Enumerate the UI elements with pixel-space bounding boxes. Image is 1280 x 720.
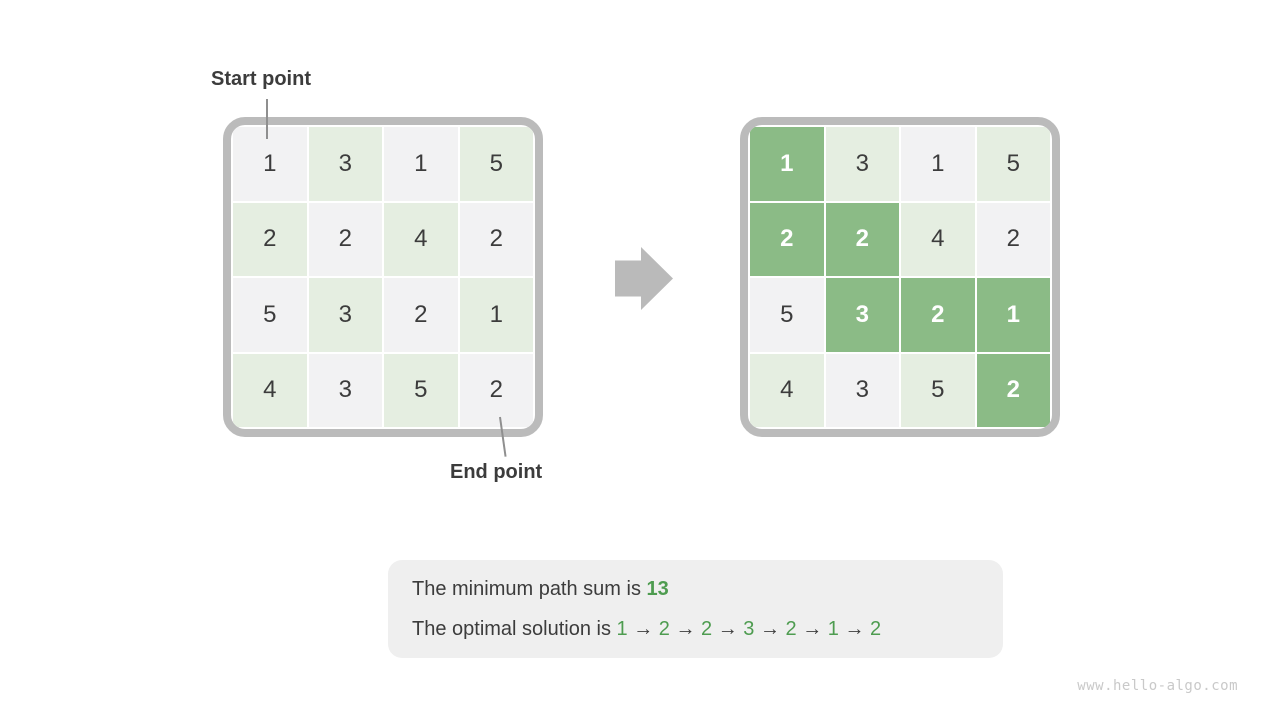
grid-cell: 2 xyxy=(233,202,307,276)
grid-cell: 2 xyxy=(459,202,533,276)
grid-cell: 2 xyxy=(308,202,382,276)
grid-cell: 5 xyxy=(384,353,458,427)
grid-cell: 4 xyxy=(750,353,824,427)
grid-cell: 1 xyxy=(750,127,824,201)
watermark: www.hello-algo.com xyxy=(1077,678,1238,694)
grid-cell: 1 xyxy=(459,278,533,352)
sequence-arrow-glyph: → xyxy=(754,618,786,640)
grid-cell: 4 xyxy=(384,202,458,276)
right-block-arrow-icon xyxy=(615,247,673,310)
grid-cell: 2 xyxy=(459,353,533,427)
grid-cell: 1 xyxy=(233,127,307,201)
grid-cell: 2 xyxy=(750,202,824,276)
min-sum-line: The minimum path sum is 13 xyxy=(412,569,979,609)
grid-cell: 2 xyxy=(384,278,458,352)
sequence-arrow-glyph: → xyxy=(796,618,828,640)
sequence-arrow-glyph: → xyxy=(627,618,659,640)
grid-cell: 2 xyxy=(901,278,975,352)
min-sum-prefix: The minimum path sum is xyxy=(412,578,647,600)
sequence-arrow-glyph: → xyxy=(838,618,871,640)
grid-cell: 2 xyxy=(976,202,1050,276)
grid-cell: 5 xyxy=(233,278,307,352)
grid-cell: 5 xyxy=(459,127,533,201)
transform-arrow xyxy=(615,247,673,310)
sequence-arrow-glyph: → xyxy=(712,618,744,640)
grid-cell: 1 xyxy=(976,278,1050,352)
grid-cell: 3 xyxy=(825,278,899,352)
grid-cell: 1 xyxy=(901,127,975,201)
grid-cell: 3 xyxy=(825,353,899,427)
grid-cell: 4 xyxy=(233,353,307,427)
end-point-label: End point xyxy=(450,461,543,483)
sequence-number: 2 xyxy=(870,618,882,640)
solution-sequence: 1 → 2 → 2 → 3 → 2 → 1 → 2 xyxy=(617,618,882,640)
grid-cell: 3 xyxy=(825,127,899,201)
summary-box: The minimum path sum is 13 The optimal s… xyxy=(388,560,1003,658)
grid-cell: 1 xyxy=(384,127,458,201)
grid-cell: 3 xyxy=(308,127,382,201)
sequence-number: 2 xyxy=(658,618,670,640)
grid-cell: 2 xyxy=(825,202,899,276)
solution-line: The optimal solution is 1 → 2 → 2 → 3 → … xyxy=(412,609,979,649)
grid-cell: 3 xyxy=(308,353,382,427)
sequence-number: 1 xyxy=(827,618,839,640)
sequence-number: 2 xyxy=(785,618,797,640)
sequence-number: 1 xyxy=(616,618,628,640)
start-leader-line xyxy=(266,99,268,139)
sequence-number: 2 xyxy=(701,618,713,640)
start-point-label: Start point xyxy=(211,68,311,90)
sequence-arrow-glyph: → xyxy=(669,618,702,640)
solution-prefix: The optimal solution is xyxy=(412,618,617,640)
grid-cell: 4 xyxy=(901,202,975,276)
grid-cell: 2 xyxy=(976,353,1050,427)
grid-cell: 3 xyxy=(308,278,382,352)
grid-cell: 5 xyxy=(750,278,824,352)
min-sum-value: 13 xyxy=(646,578,669,600)
grid-cell: 5 xyxy=(901,353,975,427)
sequence-number: 3 xyxy=(743,618,755,640)
grid-cell: 5 xyxy=(976,127,1050,201)
